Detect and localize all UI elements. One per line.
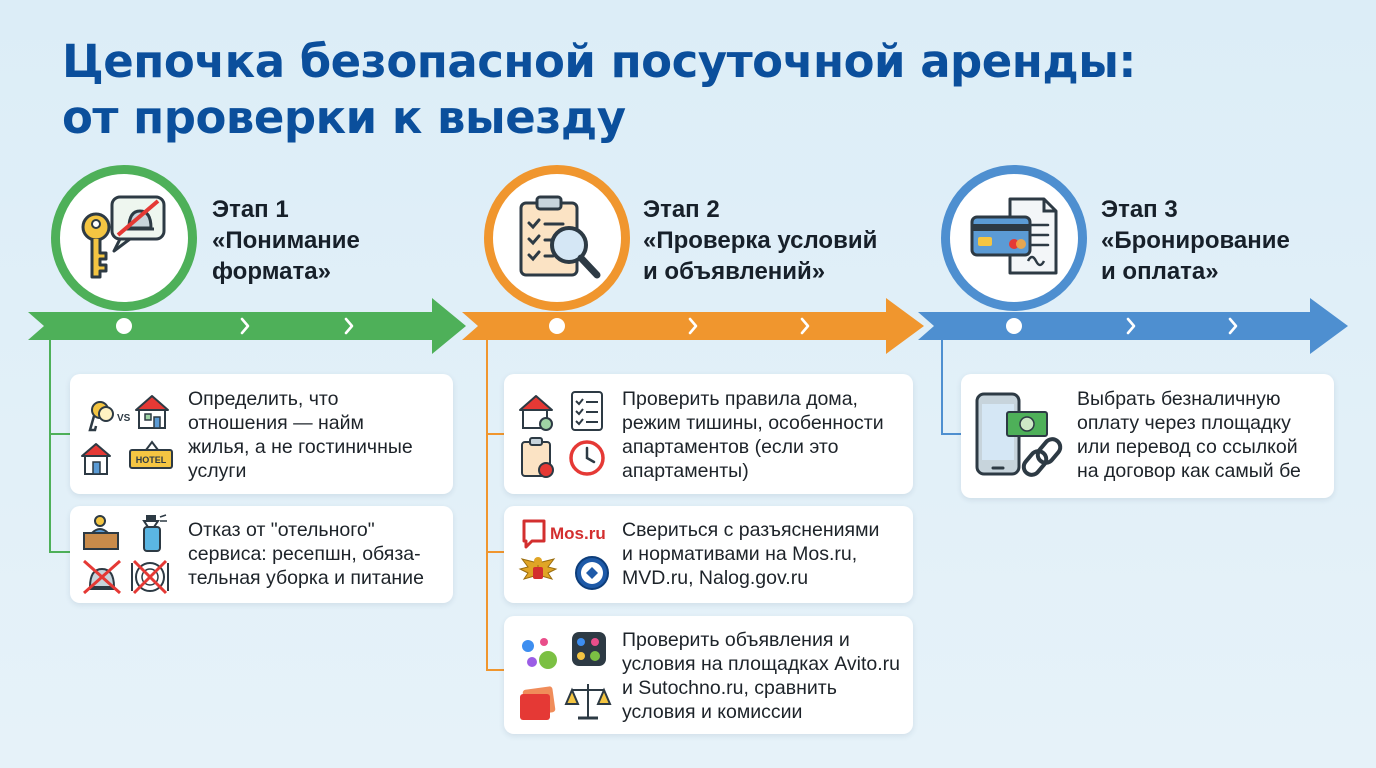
stage-1-card-1-text: Определить, что отношения — найм жилья, …	[188, 388, 413, 482]
mos-ru-logo: Mos.ru	[522, 519, 606, 549]
vs-badge: VS	[117, 413, 131, 424]
chevron-right-icon	[344, 317, 354, 335]
hotel-sign-label: HOTEL	[136, 455, 167, 465]
calendar-clipboard-icon	[521, 437, 554, 478]
stage-2-card-1: Проверить правила дома, режим тишины, ос…	[504, 374, 913, 494]
mos-ru-label: Mos.ru	[550, 524, 606, 543]
clipboard-magnifier-icon	[519, 195, 601, 279]
stage-3-title-line-2: и оплата»	[1101, 258, 1219, 285]
stage-2-card-2-text: Свериться с разъяснениями и нормативами …	[622, 519, 880, 589]
page-title: Цепочка безопасной посуточной аренды: от…	[62, 34, 1136, 146]
keys-icon	[88, 401, 114, 432]
avito-logo	[522, 638, 557, 669]
timeline-arrows	[28, 298, 1348, 354]
stage-2-connector	[486, 340, 505, 671]
stage-3-connector	[941, 340, 962, 435]
stage-2-arrow	[462, 298, 924, 354]
house-icon	[135, 395, 169, 429]
stage-2-title-line-1: «Проверка условий	[643, 227, 878, 254]
stage-1-card-1: VS HOTEL Определить, что отношения — най…	[70, 374, 453, 494]
no-dining-icon	[131, 559, 169, 595]
reception-desk-icon	[83, 515, 119, 550]
house-settings-icon	[519, 395, 553, 431]
stage-1-label: Этап 1	[212, 196, 289, 223]
stage-2-node	[545, 314, 569, 338]
clock-icon	[569, 440, 605, 476]
spray-bottle-icon	[142, 514, 167, 552]
stage-3-badge	[941, 165, 1087, 311]
page-title-line-2: от проверки к выезду	[62, 91, 626, 144]
stage-1-node	[112, 314, 136, 338]
phone-payment-icon	[975, 392, 1048, 476]
stage-1-card-2: Отказ от "отельного" сервиса: ресепшн, о…	[70, 506, 453, 603]
checklist-icon	[571, 391, 603, 431]
chevron-right-icon	[1126, 317, 1136, 335]
stage-2-badge	[484, 165, 630, 311]
house-icon	[81, 443, 111, 475]
chevron-right-icon	[240, 317, 250, 335]
stage-3-node	[1002, 314, 1026, 338]
stage-1-badge	[51, 165, 197, 311]
mvd-emblem	[518, 557, 558, 580]
no-bell-icon	[83, 559, 121, 595]
stage-2-card-3: Проверить объявления и условия на площад…	[504, 616, 913, 734]
stage-1-heading: Этап 1 «Понимание формата»	[212, 194, 360, 287]
stage-3-label: Этап 3	[1101, 196, 1178, 223]
scales-icon	[564, 684, 612, 720]
cards-icon	[520, 686, 556, 720]
stage-3-card-1: Выбрать безналичную оплату через площадк…	[961, 374, 1334, 498]
hotel-sign-icon: HOTEL	[129, 440, 173, 469]
stage-3-title-line-1: «Бронирование	[1101, 227, 1290, 254]
stage-2-title-line-2: и объявлений»	[643, 258, 826, 285]
chain-link-icon	[1021, 437, 1063, 477]
stage-1-connector	[49, 340, 72, 553]
chevron-right-icon	[688, 317, 698, 335]
stage-2-card-2: Mos.ru Свериться с разъяснениями и норма…	[504, 506, 913, 603]
tax-service-emblem	[575, 556, 609, 590]
stage-3-heading: Этап 3 «Бронирование и оплата»	[1101, 194, 1290, 287]
stage-2-card-1-text: Проверить правила дома, режим тишины, ос…	[622, 388, 884, 482]
stage-2-label: Этап 2	[643, 196, 720, 223]
sutochno-logo	[572, 632, 606, 666]
stage-3-card-1-text: Выбрать безналичную оплату через площадк…	[1077, 388, 1301, 482]
chevron-right-icon	[1228, 317, 1238, 335]
stage-2-card-3-text: Проверить объявления и условия на площад…	[622, 629, 900, 723]
stage-2-heading: Этап 2 «Проверка условий и объявлений»	[643, 194, 877, 287]
stage-1-card-2-text: Отказ от "отельного" сервиса: ресепшн, о…	[188, 519, 424, 589]
chevron-right-icon	[800, 317, 810, 335]
key-and-reception-bell-icon	[81, 195, 166, 279]
page-title-line-1: Цепочка безопасной посуточной аренды:	[62, 35, 1136, 88]
stage-1-title-line-2: формата»	[212, 258, 331, 285]
card-and-invoice-icon	[970, 197, 1058, 275]
stage-1-title-line-1: «Понимание	[212, 227, 360, 254]
